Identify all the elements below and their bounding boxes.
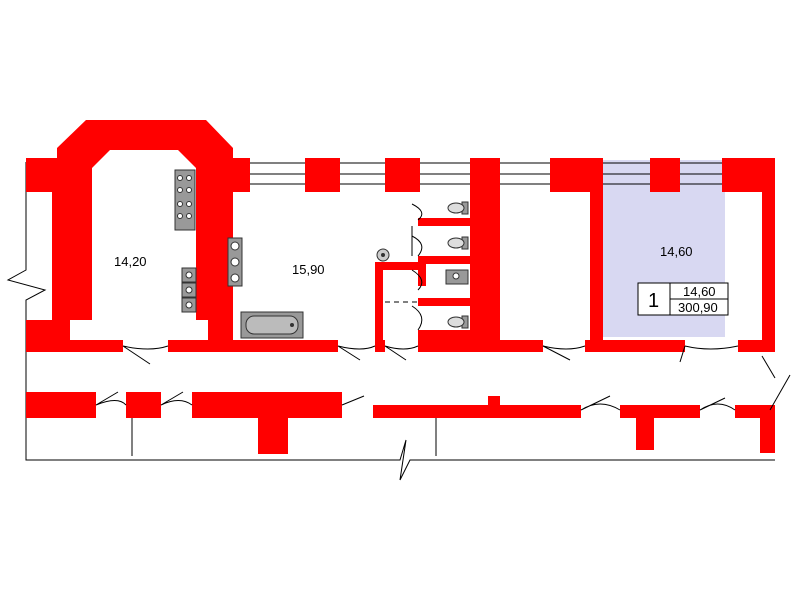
bathtub-icon [240, 311, 304, 339]
room-number: 1 [648, 290, 659, 312]
room-area-selected[interactable]: 14,60 [660, 244, 693, 259]
stove-icon [174, 169, 196, 231]
bidet-icon [445, 269, 469, 285]
washbasin-icon [227, 237, 243, 287]
thin-partitions [131, 226, 437, 456]
toilet-icon [447, 201, 469, 329]
windows [250, 162, 722, 185]
sink-icon [181, 267, 197, 313]
small-sink-icon [376, 248, 390, 262]
legend-total-area: 300,90 [678, 300, 718, 315]
walls [26, 120, 775, 454]
watermark-logo-text: циан [562, 486, 656, 533]
room-area-middle: 15,90 [292, 262, 325, 277]
doors [95, 203, 791, 411]
legend-room-area: 14,60 [683, 284, 716, 299]
room-area-kitchen: 14,20 [114, 254, 147, 269]
room-legend: 1 14,60 300,90 [637, 282, 729, 316]
cian-logo-icon [520, 469, 556, 524]
watermark: циан [520, 469, 656, 533]
